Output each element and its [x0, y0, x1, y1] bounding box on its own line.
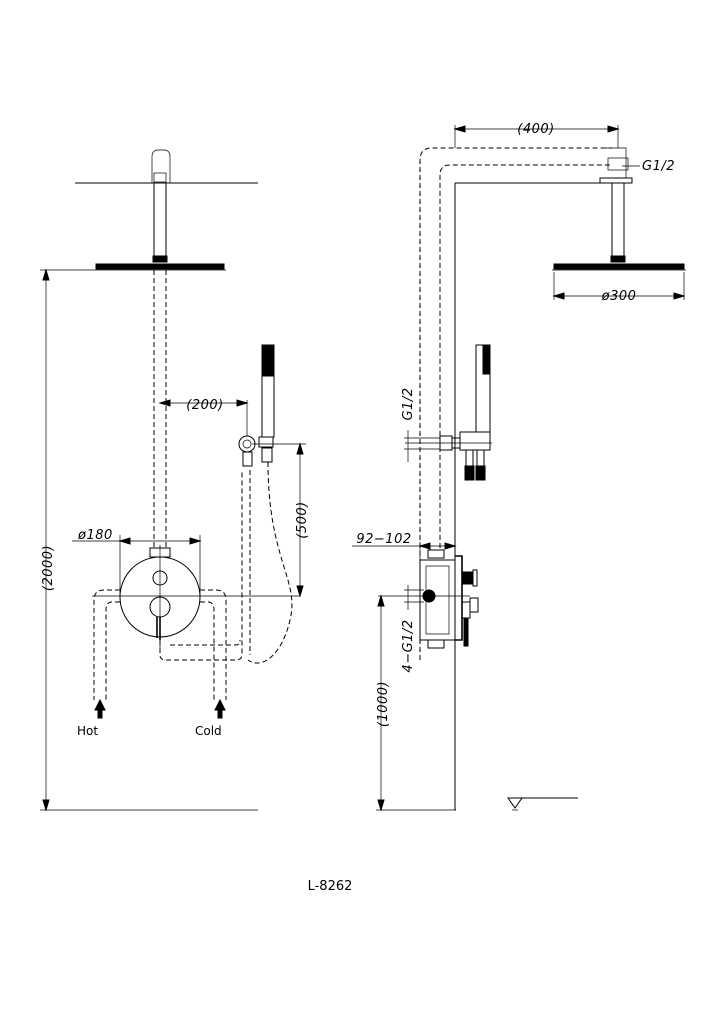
dim-arm-arrow-right: [607, 125, 620, 133]
wall-outlet-stem: [242, 451, 253, 467]
side-riser-pipe: [419, 147, 612, 660]
hand-shower-holder: [258, 436, 274, 448]
hand-shower-hose-nut: [261, 447, 273, 463]
shower-arm-joint: [152, 255, 168, 263]
dim-hand-arrow-bottom: [296, 585, 304, 598]
dim-height-arrow-top: [42, 268, 50, 281]
dim-plate-label: ø180: [77, 528, 113, 543]
dim-depth-label: 92−102: [356, 532, 411, 547]
model-code: L-8262: [308, 879, 353, 894]
wall-outlet-elbow-inner: [242, 439, 252, 449]
front-view: (2000) (200) (500) ø180 Hot Cold: [40, 149, 310, 812]
mixer-handle-side: [461, 601, 471, 619]
thread-inlets-label: 4−G1/2: [401, 619, 416, 672]
hot-supply-pipe-2: [105, 601, 120, 700]
mixer-hub-side: [469, 597, 479, 613]
valve-bottom-fitting: [427, 639, 445, 649]
hose: [247, 461, 293, 664]
cold-inlet-arrow-icon: [214, 698, 226, 719]
diverter-knob-side-cap: [472, 569, 478, 587]
dim-plate-arrow-right: [189, 537, 202, 545]
dim-valve-arrow-top: [377, 594, 385, 607]
hot-inlet-arrow-icon: [94, 698, 106, 719]
dim-offset-label: (200): [186, 398, 223, 413]
hand-shower-head: [262, 345, 274, 377]
dim-depth-arrow-left: [418, 542, 431, 550]
side-hose-nut-2: [476, 449, 485, 467]
ceiling-flange: [153, 172, 167, 183]
shower-head-front: [95, 263, 225, 270]
mixer-lever-side: [463, 617, 469, 647]
dim-arm-label: (400): [517, 122, 554, 137]
dim-head-arrow-left: [552, 292, 565, 300]
dim-height-arrow-bottom: [42, 799, 50, 812]
dim-hand-arrow-top: [296, 442, 304, 455]
dim-hand-label: (500): [295, 501, 310, 538]
thread-outlet-label: G1/2: [401, 388, 416, 421]
dim-arm-arrow-left: [453, 125, 466, 133]
side-hose-nut-3: [464, 465, 475, 481]
dim-offset-arrow-right: [236, 399, 249, 407]
side-hose-nut-1: [465, 449, 474, 467]
hand-shower: [261, 344, 275, 438]
side-view: (400) G1/2 ø300 G1/2 92−102: [352, 122, 686, 812]
floor-level-triangle-icon: [507, 797, 523, 809]
thread-arm-label: G1/2: [642, 159, 675, 174]
side-hose-nut-4: [475, 465, 486, 481]
dim-plate-arrow-left: [118, 537, 131, 545]
dim-head-label: ø300: [601, 289, 637, 304]
dim-depth-arrow-right: [444, 542, 457, 550]
diverter-knob-icon: [152, 570, 168, 586]
cold-supply-pipe: [200, 589, 227, 700]
cold-supply-pipe-2: [200, 601, 215, 700]
dim-valve-label: (1000): [376, 681, 391, 727]
side-holder: [459, 431, 491, 451]
side-arm-joint: [610, 255, 626, 263]
diverter-knob-side: [462, 571, 474, 585]
hot-supply-pipe: [93, 589, 120, 700]
arm-flange: [599, 177, 633, 184]
hot-inlet-label: Hot: [77, 724, 98, 738]
valve-top-fitting: [427, 549, 445, 559]
side-riser-pipe-inner: [439, 164, 612, 548]
ceiling-mount: [151, 149, 171, 183]
dim-offset-arrow-left: [158, 399, 171, 407]
faceplate: [455, 555, 463, 641]
cold-inlet-label: Cold: [195, 724, 222, 738]
shower-head-side: [553, 263, 685, 270]
dim-height-label: (2000): [41, 545, 56, 591]
dim-valve-arrow-bottom: [377, 799, 385, 812]
arm-nut: [607, 157, 629, 171]
hand-outlet-pipe-2: [170, 639, 241, 646]
hand-outlet-pipe: [159, 470, 243, 661]
dim-head-arrow-right: [673, 292, 686, 300]
side-hand-shower: [475, 344, 491, 433]
side-hand-shower-head: [482, 345, 491, 375]
